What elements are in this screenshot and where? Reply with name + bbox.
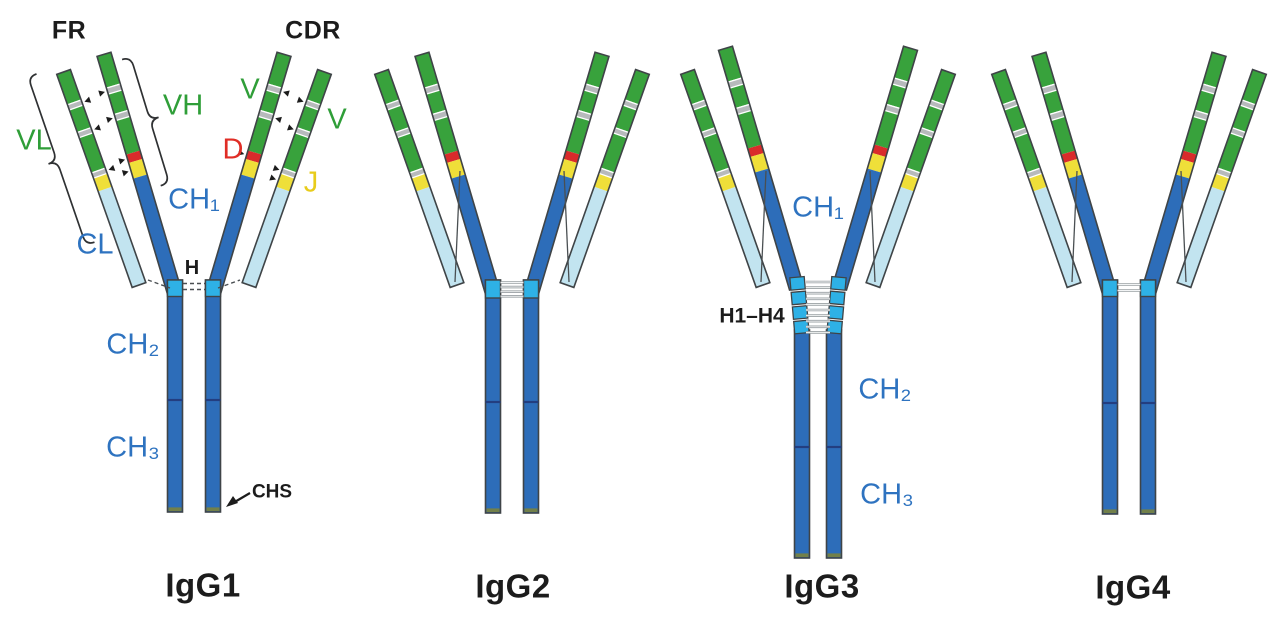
igg4-structure [990,51,1268,515]
label-igg3-ch2: CH₂ [858,373,912,406]
igg1-light-chain-left [55,68,147,289]
label-igg3-h1-h4: H1–H4 [719,304,785,328]
label-fr: FR [51,16,87,45]
igg3-structure [679,45,957,559]
molecule-name-igg4: IgG4 [1095,568,1171,606]
igg3-heavy-chain-right [831,45,919,292]
brace [29,73,95,244]
label-vh: VH [162,89,204,122]
igg2-structure [373,51,651,514]
hinge-segment [1101,279,1119,298]
hinge-segment [1139,279,1157,298]
label-igg3-ch1: CH₁ [792,191,844,224]
label-v-light: V [327,103,347,136]
label-hinge-h: H [184,257,200,279]
igg1-heavy-chain-right [205,51,292,298]
label-igg3-ch3: CH₃ [860,478,914,511]
brace [121,58,169,187]
igg2-light-chain-left [373,68,465,289]
igg4-heavy-chain-right [1140,51,1227,298]
molecule-name-igg1: IgG1 [165,566,241,604]
igg3-light-chain-right [865,68,957,289]
igg4-light-chain-right [1176,68,1268,289]
chs-arrow [226,496,238,507]
label-ch3: CH₃ [106,431,160,464]
igg1-heavy-chain-left [96,51,183,298]
label-d: D [222,133,244,166]
igg2-heavy-chain-left [414,51,501,298]
igg3-heavy-chain-left [717,45,805,292]
label-ch1: CH₁ [168,183,220,216]
label-j: J [303,166,319,199]
igg4-light-chain-left [990,68,1082,289]
igg3-light-chain-left [679,68,771,289]
igg3-extended-hinge [789,275,810,335]
molecule-name-igg2: IgG2 [475,567,551,605]
hinge-segment [484,279,502,299]
igg4-heavy-chain-left [1031,51,1118,298]
igg3-extended-hinge [826,275,847,335]
label-vl: VL [16,124,52,157]
label-chs: CHS [251,481,293,503]
label-ch2: CH₂ [106,328,160,361]
hinge-segment [204,279,222,298]
igg2-heavy-chain-right [523,51,610,298]
igg2-light-chain-right [559,68,651,289]
igg1-structure [55,51,333,513]
label-cl: CL [76,228,114,261]
label-cdr: CDR [285,16,341,45]
igg1-annotation-marks [29,58,304,507]
hinge-segment [166,279,184,298]
igg1-light-chain-right [241,68,333,289]
molecule-name-igg3: IgG3 [784,567,860,605]
label-v-heavy: V [240,73,260,106]
hinge-segment [522,279,540,299]
